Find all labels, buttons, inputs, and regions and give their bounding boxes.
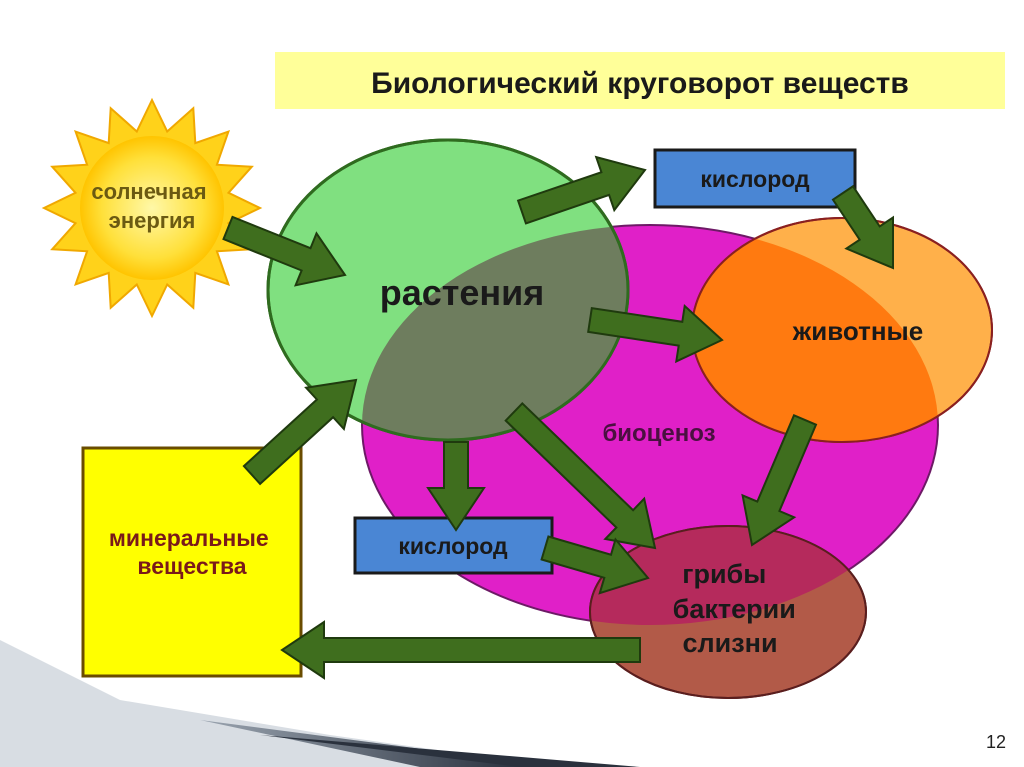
arrow-plants-to-oxygen-bottom: [426, 441, 486, 532]
arrow-plants-to-animals: [587, 304, 724, 364]
oxygen-top-label: кислород: [700, 166, 810, 192]
animals-label: животные: [792, 316, 923, 346]
arrow-animals-to-decomposers: [741, 413, 818, 547]
arrow-plants-to-decomposers: [504, 401, 657, 550]
corner-stripes: [0, 640, 640, 767]
arrow-sun-to-plants: [222, 215, 347, 287]
minerals-box: [81, 446, 303, 678]
arrow-oxygen-top-to-animals: [831, 184, 894, 270]
plants-label: растения: [380, 272, 545, 313]
sun-icon: [41, 97, 263, 319]
minerals-label: минеральные вещества: [109, 525, 275, 579]
oxygen-bottom-label: кислород: [398, 533, 508, 559]
arrow-plants-to-oxygen-top: [516, 155, 647, 225]
page-number: 12: [985, 732, 1006, 752]
title-bar: [275, 52, 1005, 109]
biocenosis-label: биоценоз: [602, 420, 715, 447]
oxygen-top-box: [653, 148, 857, 209]
sun-label: солнечная энергия: [91, 179, 212, 233]
decomposers-label: грибы бактерии слизни: [673, 559, 804, 658]
arrow-minerals-to-plants: [242, 378, 358, 486]
slide-title: Биологический круговорот веществ: [371, 67, 909, 100]
arrows: [222, 155, 894, 680]
decomposers-overlap: [590, 526, 866, 625]
arrow-decomposers-to-minerals: [280, 620, 641, 680]
plants-overlap: [362, 225, 628, 440]
arrow-oxygen-to-decomposers: [540, 535, 650, 595]
